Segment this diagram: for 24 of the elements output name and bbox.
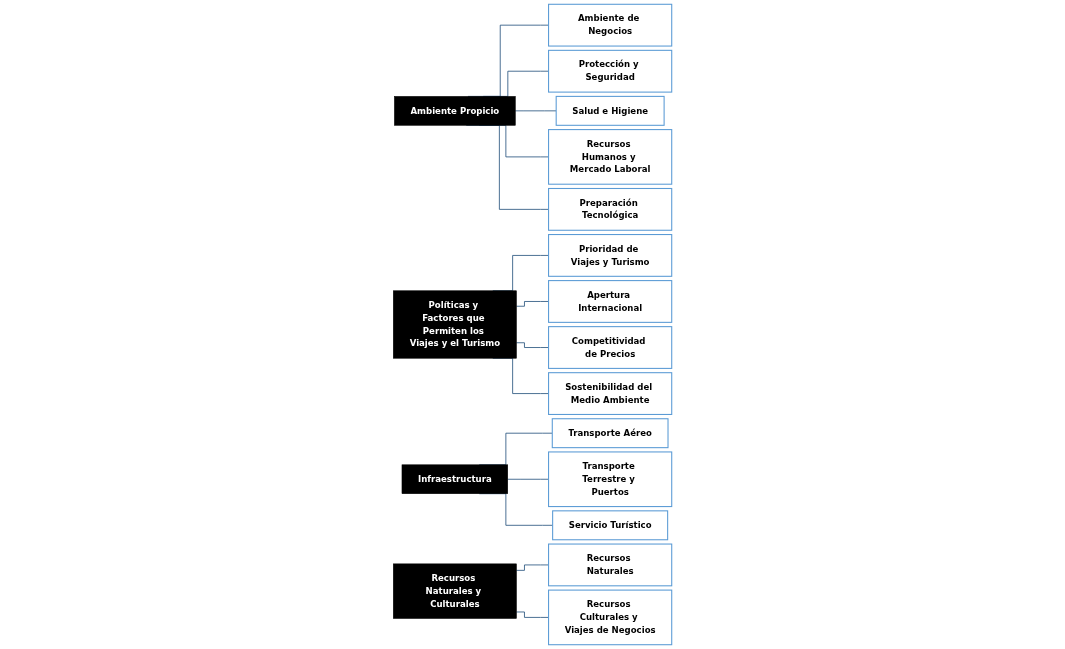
node-box: Preparación Tecnológica [548,187,673,231]
node-box: Transporte Terrestre y Puertos [548,451,673,508]
node-box: Protección y Seguridad [548,49,673,93]
node-box: Infraestructura [401,464,508,494]
connector [514,110,557,112]
node-box: Recursos Naturales y Culturales [393,563,517,619]
node-box: Políticas y Factores que Permiten los Viajes y el Turismo [393,290,517,359]
node-box: Recursos Humanos y Mercado Laboral [548,129,673,185]
connector [507,478,549,480]
node-box: Salud e Higiene [555,95,665,126]
connector [516,611,549,618]
node-box: Recursos Naturales [548,543,673,587]
node-box: Ambiente Propicio [394,96,516,126]
node-box: Ambiente de Negocios [548,3,673,47]
connector [516,301,549,307]
node-box: Recursos Culturales y Viajes de Negocios [548,589,673,646]
connector [516,564,549,571]
node-box: Servicio Turístico [552,510,669,541]
node-box: Prioridad de Viajes y Turismo [548,234,673,277]
connector [516,342,549,348]
node-box: Sostenibilidad del Medio Ambiente [548,372,673,415]
node-box: Transporte Aéreo [551,418,669,449]
node-box: Competitividad de Precios [548,326,673,369]
node-box: Apertura Internacional [548,280,673,323]
